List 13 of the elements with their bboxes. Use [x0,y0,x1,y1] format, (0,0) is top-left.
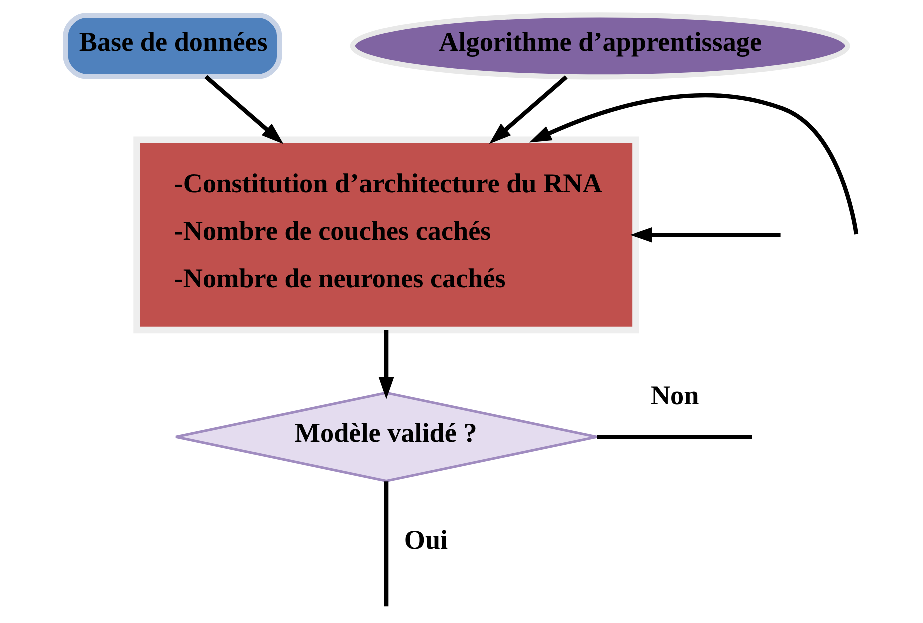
node-box: -Constitution d’architecture du RNA -Nombre de couches cachés -Nombre de neurones cachés [134,136,640,334]
arrow [378,330,394,400]
connector [384,482,389,607]
node-box: Base de données [63,13,282,80]
arrow [530,93,859,235]
arrow [204,75,284,144]
node-diamond: Modèle validé ? [174,392,598,483]
edge-label: Non [650,380,700,411]
arrow [489,76,568,144]
connector [597,435,752,440]
node-ellipse: Algorithme d’apprentissage [350,12,850,80]
edge-label: Oui [404,524,448,555]
arrow [630,227,781,243]
